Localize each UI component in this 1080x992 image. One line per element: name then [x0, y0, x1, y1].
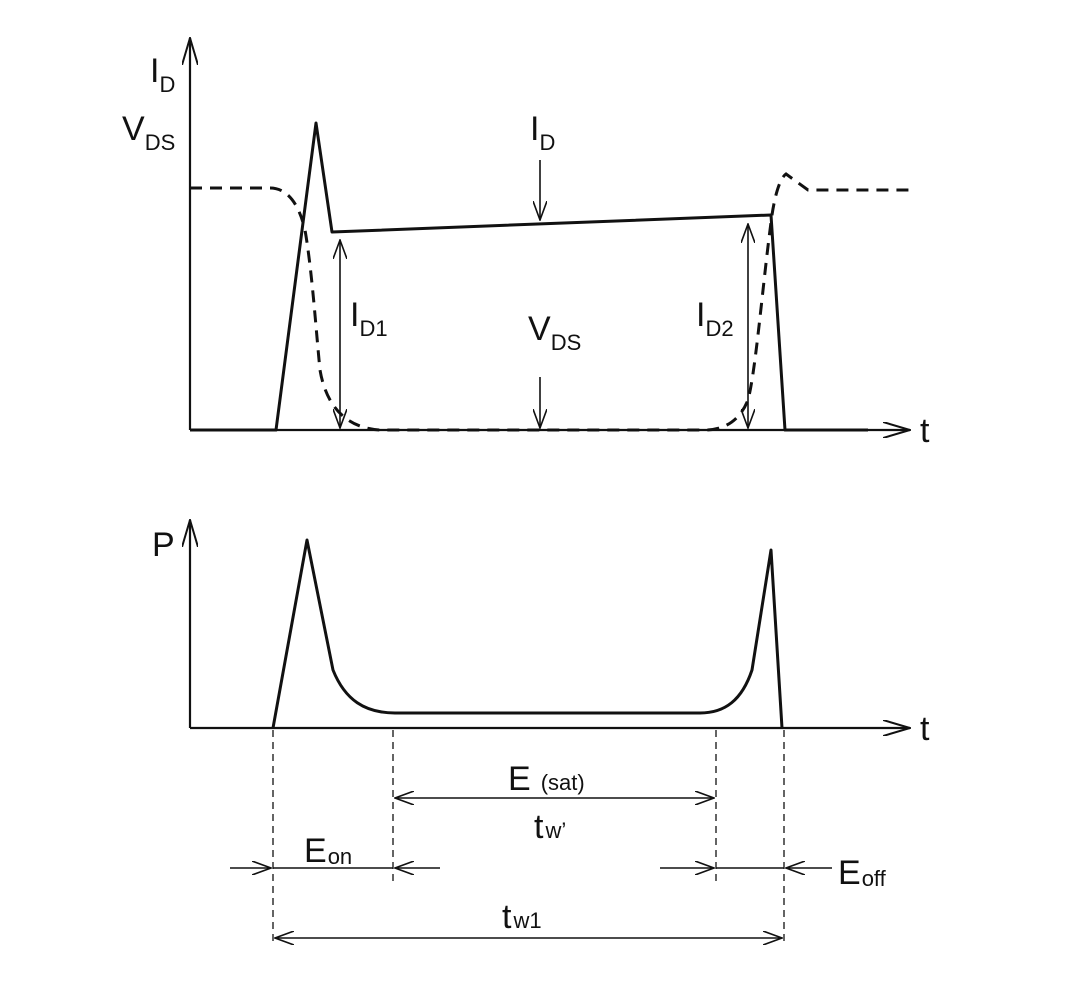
top-y-axis-label-id: ID — [150, 52, 175, 97]
id-waveform — [190, 121, 868, 432]
top-plot: ID VDS t ID VDS ID1 ID2 — [122, 38, 930, 450]
bottom-plot: P t — [152, 520, 930, 748]
interval-annotations: E(sat) tw’ Eon Eoff tw1 — [230, 730, 887, 945]
bottom-y-axis-label: P — [152, 526, 175, 564]
eon-label: Eon — [304, 832, 352, 870]
id1-label: ID1 — [350, 296, 388, 341]
tw1-label: tw1 — [502, 898, 542, 936]
id2-label: ID2 — [696, 296, 734, 341]
top-x-axis-label: t — [920, 412, 930, 450]
e-sat-label: E(sat) — [508, 760, 585, 798]
top-y-axis-label-vds: VDS — [122, 110, 175, 155]
vds-waveform — [190, 172, 912, 432]
power-waveform — [271, 538, 784, 729]
tw-prime-label: tw’ — [534, 808, 566, 846]
eoff-label: Eoff — [838, 854, 887, 892]
bottom-x-axis-label: t — [920, 710, 930, 748]
vds-label: VDS — [528, 310, 581, 355]
id-label: ID — [530, 110, 555, 155]
